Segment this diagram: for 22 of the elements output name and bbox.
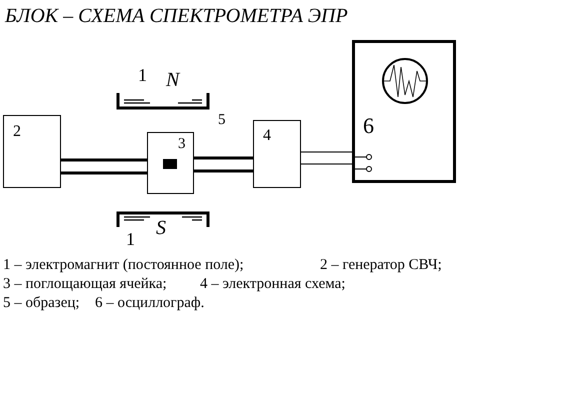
part-number: N xyxy=(166,70,180,90)
legend-text: 1 – электромагнит (постоянное поле); xyxy=(3,258,244,273)
part-number: 6 xyxy=(363,115,374,137)
block-box xyxy=(253,120,301,188)
title: БЛОК – СХЕМА СПЕКТРОМЕТРА ЭПР xyxy=(5,6,348,26)
part-number: S xyxy=(156,218,166,238)
legend-text: 6 – осциллограф. xyxy=(95,296,204,311)
part-number: 5 xyxy=(218,113,226,128)
part-number: 1 xyxy=(126,230,135,248)
legend-text: 2 – генератор СВЧ; xyxy=(320,258,442,273)
waveguide xyxy=(192,156,254,172)
part-number: 4 xyxy=(263,128,271,144)
block-box xyxy=(147,132,194,194)
legend-text: 5 – образец; xyxy=(3,296,80,311)
legend-text: 4 – электронная схема; xyxy=(200,277,346,292)
part-number: 2 xyxy=(13,124,21,140)
block-box xyxy=(3,115,61,188)
legend-text: 3 – поглощающая ячейка; xyxy=(3,277,167,292)
part-number: 1 xyxy=(138,66,147,84)
part-number: 3 xyxy=(178,137,186,152)
waveguide xyxy=(60,158,148,174)
block-box xyxy=(352,40,456,183)
